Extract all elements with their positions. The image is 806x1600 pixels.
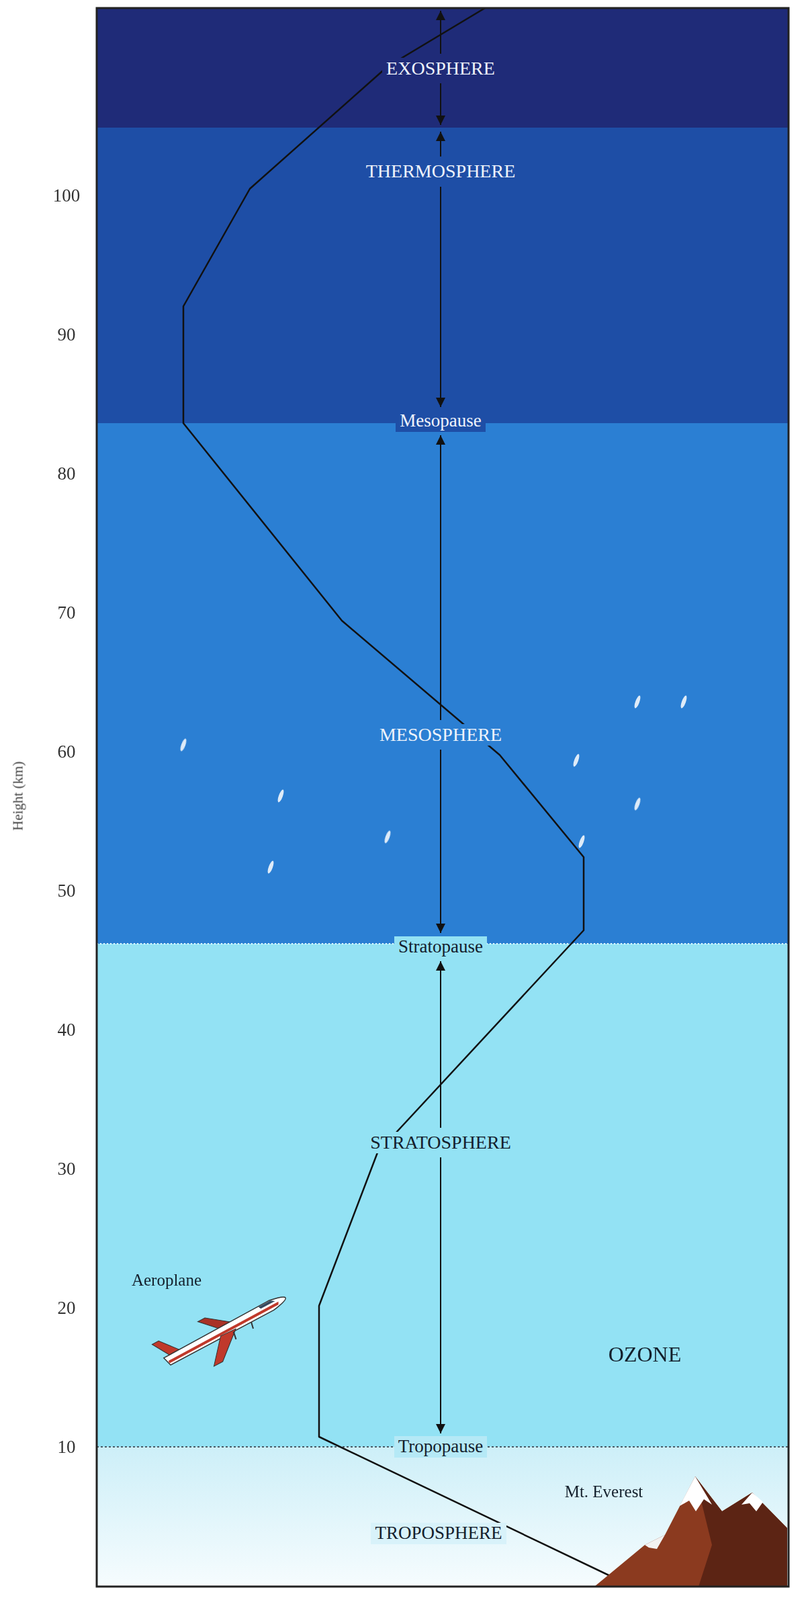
axis-number: 70 [57, 602, 76, 624]
axis-number: 30 [57, 1158, 76, 1180]
aeroplane-picture [151, 1278, 298, 1387]
meteor-streak [266, 860, 275, 875]
atmosphere-layer-band: TROPOSPHERE [96, 1446, 789, 1587]
axis-number: 40 [57, 1019, 76, 1041]
axis-number: 100 [53, 185, 81, 207]
extent-arrow [439, 749, 442, 933]
stratosphere-fill [96, 943, 789, 1447]
axis-number: 80 [57, 463, 76, 485]
boundary-label: Mesopause [395, 410, 485, 432]
layer-name: MESOSPHERE [375, 724, 506, 746]
axis-number: 50 [57, 880, 76, 902]
meteor-streak [577, 834, 586, 849]
extent-arrow [439, 1157, 442, 1434]
troposphere-fill [96, 1446, 789, 1587]
diagram-frame [96, 8, 789, 1587]
mountain-snow [741, 1492, 764, 1512]
picture-label: Mt. Everest [564, 1482, 644, 1502]
atmosphere-layer-band: THERMOSPHERE [96, 127, 789, 424]
meteor-streak [633, 695, 642, 710]
atmosphere-layer-band: EXOSPHERE [96, 8, 789, 128]
aeroplane-wing [202, 1327, 247, 1367]
temperature-curve [183, 8, 623, 1582]
mountain-snow [679, 1476, 712, 1512]
boundary-label: Tropopause [394, 1436, 488, 1457]
axis-number: 10 [57, 1436, 76, 1458]
axis-number: 90 [57, 324, 76, 346]
meteor-streak [179, 738, 188, 753]
meteor-streak [633, 797, 642, 812]
aeroplane-body [163, 1292, 289, 1367]
exosphere-fill [96, 8, 789, 128]
extent-arrow [439, 435, 442, 721]
mountain-shade [695, 1476, 788, 1587]
layer-name: TROPOSPHERE [370, 1522, 506, 1544]
aeroplane-gear [232, 1321, 256, 1340]
extent-arrow [439, 131, 442, 157]
atmosphere-layer-band: STRATOSPHERE [96, 943, 789, 1447]
extent-arrow [439, 10, 442, 54]
axis-number: 20 [57, 1297, 76, 1319]
meteor-streak [383, 830, 392, 845]
aeroplane-cockpit [258, 1298, 276, 1310]
meteor-streak [276, 789, 285, 804]
meteor-streak [572, 753, 581, 768]
axis-title: Height (km) [10, 760, 27, 831]
region-label: OZONE [608, 1341, 682, 1367]
meteor-streak [679, 695, 688, 710]
boundary-label: Stratopause [394, 936, 487, 958]
layer-name: STRATOSPHERE [366, 1131, 516, 1154]
extent-arrow [439, 961, 442, 1128]
extent-arrow [439, 83, 442, 125]
picture-label: Aeroplane [131, 1270, 202, 1291]
mountain-snow [644, 1534, 665, 1549]
axis-number: 60 [57, 741, 76, 763]
layer-name: THERMOSPHERE [362, 160, 520, 183]
atmosphere-layer-band: MESOSPHERE [96, 423, 789, 944]
extent-arrow [439, 186, 442, 408]
layer-name: EXOSPHERE [382, 57, 500, 80]
mesosphere-fill [96, 423, 789, 944]
